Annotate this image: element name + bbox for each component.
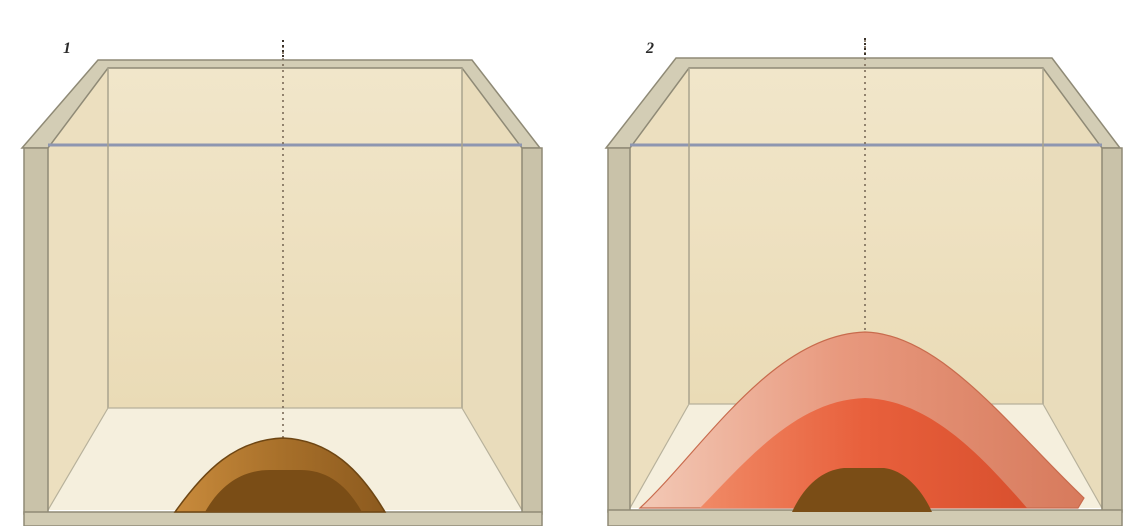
panel-1: 1 — [0, 0, 560, 526]
back-wall — [108, 68, 462, 408]
box-illustration — [582, 0, 1129, 526]
front-left-post — [24, 148, 48, 514]
front-right-post — [522, 148, 542, 514]
front-left-post — [608, 148, 630, 512]
base-plate — [24, 512, 542, 526]
box-illustration — [0, 0, 560, 526]
panel-2: 2 — [582, 0, 1129, 526]
front-right-post — [1102, 148, 1122, 512]
base-plate — [608, 510, 1122, 526]
